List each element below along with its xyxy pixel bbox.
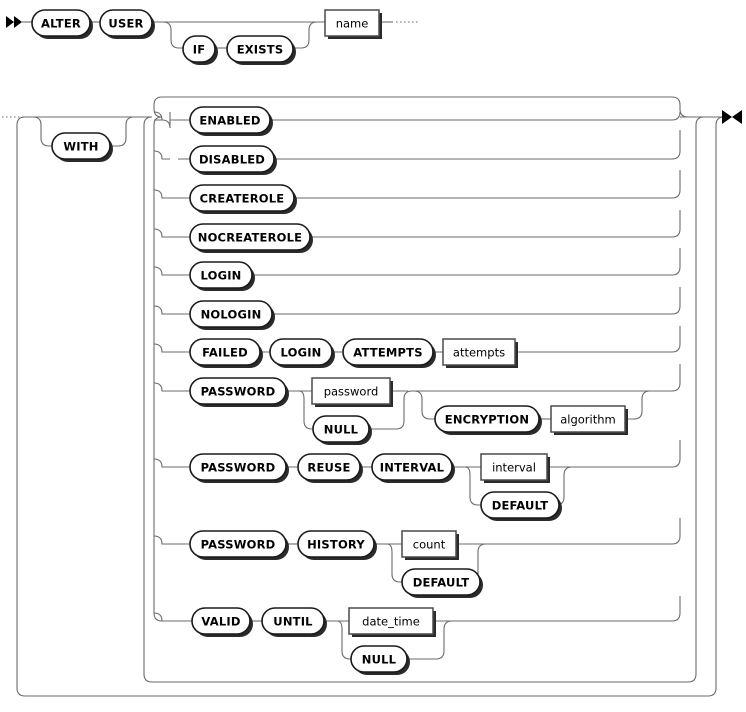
- alt-login-label: LOGIN: [200, 269, 241, 283]
- terminal-until[interactable]: UNTIL: [261, 607, 327, 637]
- nonterminal-count[interactable]: count: [401, 530, 459, 560]
- nonterminal-algorithm-label: algorithm: [560, 413, 616, 427]
- terminal-interval-kw-label: INTERVAL: [380, 461, 445, 475]
- alt-row-nocreaterole[interactable]: NOCREATEROLE: [153, 210, 681, 253]
- terminal-history-label: HISTORY: [307, 538, 365, 552]
- nonterminal-name[interactable]: name: [324, 9, 382, 39]
- alternatives-fanout: [153, 112, 192, 622]
- terminal-password2-label: PASSWORD: [201, 461, 276, 475]
- alt-row-password-history[interactable]: PASSWORD HISTORY count DEFAULT: [153, 518, 681, 598]
- terminal-password-null[interactable]: NULL: [312, 415, 372, 445]
- terminal-interval-default-label: DEFAULT: [492, 499, 549, 513]
- terminal-attempts-label: ATTEMPTS: [353, 346, 422, 360]
- line1-track: [22, 21, 418, 49]
- terminal-user-label: USER: [108, 17, 143, 31]
- terminal-password1[interactable]: PASSWORD: [189, 377, 289, 407]
- terminal-password3-label: PASSWORD: [201, 538, 276, 552]
- terminal-password3[interactable]: PASSWORD: [189, 530, 289, 560]
- alt-createrole-label: CREATEROLE: [200, 192, 285, 206]
- terminal-password2[interactable]: PASSWORD: [189, 453, 289, 483]
- nonterminal-attempts-label: attempts: [453, 346, 505, 360]
- nonterminal-password-label: password: [324, 385, 379, 399]
- terminal-valid[interactable]: VALID: [191, 607, 253, 637]
- alt-enabled-label: ENABLED: [199, 114, 260, 128]
- terminal-alter-label: ALTER: [41, 17, 81, 31]
- terminal-failed[interactable]: FAILED: [189, 338, 263, 368]
- alt-row-password[interactable]: PASSWORD password NULL ENCRYPTION algori…: [153, 364, 681, 445]
- terminal-password1-label: PASSWORD: [201, 385, 276, 399]
- terminal-encryption[interactable]: ENCRYPTION: [434, 405, 542, 435]
- terminal-until-null-label: NULL: [362, 653, 397, 667]
- alt-nocreaterole-label: NOCREATEROLE: [198, 231, 302, 245]
- terminal-interval-kw[interactable]: INTERVAL: [371, 453, 455, 483]
- alt-nologin-label: NOLOGIN: [201, 308, 262, 322]
- line2-entry-track: [2, 116, 152, 147]
- terminal-attempts[interactable]: ATTEMPTS: [342, 338, 436, 368]
- terminal-valid-label: VALID: [201, 615, 240, 629]
- outer-repeat-loop: [16, 116, 725, 697]
- terminal-exists[interactable]: EXISTS: [226, 35, 296, 65]
- terminal-if-label: IF: [193, 43, 206, 57]
- nonterminal-interval[interactable]: interval: [480, 453, 550, 483]
- alt-row-disabled[interactable]: DISABLED: [153, 130, 681, 175]
- nonterminal-attempts[interactable]: attempts: [442, 338, 518, 368]
- alt-row-password-reuse-interval[interactable]: PASSWORD REUSE INTERVAL interval DEFAULT: [153, 440, 681, 521]
- alt-row-login[interactable]: LOGIN: [153, 248, 681, 291]
- terminal-with-label: WITH: [63, 140, 98, 154]
- inner-repeat-loop: [143, 116, 705, 683]
- terminal-login2[interactable]: LOGIN: [269, 338, 335, 368]
- nonterminal-date-time-label: date_time: [362, 615, 420, 629]
- nonterminal-name-label: name: [336, 17, 369, 31]
- end-marker: [680, 110, 742, 124]
- terminal-reuse[interactable]: REUSE: [297, 453, 363, 483]
- alt-row-nologin[interactable]: NOLOGIN: [153, 287, 681, 330]
- alt-row-valid-until[interactable]: VALID UNTIL date_time NULL: [153, 596, 681, 675]
- alt-row-enabled[interactable]: ENABLED: [153, 106, 681, 136]
- terminal-alter[interactable]: ALTER: [31, 9, 93, 39]
- terminal-password-null-label: NULL: [324, 423, 359, 437]
- terminal-if[interactable]: IF: [182, 35, 218, 65]
- terminal-history[interactable]: HISTORY: [297, 530, 377, 560]
- nonterminal-algorithm[interactable]: algorithm: [550, 405, 628, 435]
- terminal-reuse-label: REUSE: [307, 461, 350, 475]
- terminal-exists-label: EXISTS: [237, 43, 284, 57]
- alt-row-createrole[interactable]: CREATEROLE: [153, 170, 681, 214]
- nonterminal-password[interactable]: password: [311, 377, 393, 407]
- terminal-login2-label: LOGIN: [280, 346, 321, 360]
- terminal-interval-default[interactable]: DEFAULT: [480, 491, 562, 521]
- nonterminal-interval-label: interval: [492, 461, 536, 475]
- start-marker: [6, 16, 22, 28]
- terminal-history-default-label: DEFAULT: [413, 576, 470, 590]
- alt-row-failed-login-attempts[interactable]: FAILED LOGIN ATTEMPTS attempts: [153, 326, 681, 368]
- terminal-with[interactable]: WITH: [51, 132, 113, 162]
- terminal-encryption-label: ENCRYPTION: [445, 413, 529, 427]
- terminal-user[interactable]: USER: [99, 9, 155, 39]
- nonterminal-count-label: count: [413, 538, 446, 552]
- alt-disabled-label: DISABLED: [199, 153, 265, 167]
- terminal-until-label: UNTIL: [273, 615, 313, 629]
- nonterminal-date-time[interactable]: date_time: [348, 607, 436, 637]
- terminal-failed-label: FAILED: [202, 346, 248, 360]
- terminal-until-null[interactable]: NULL: [350, 645, 410, 675]
- terminal-history-default[interactable]: DEFAULT: [401, 568, 483, 598]
